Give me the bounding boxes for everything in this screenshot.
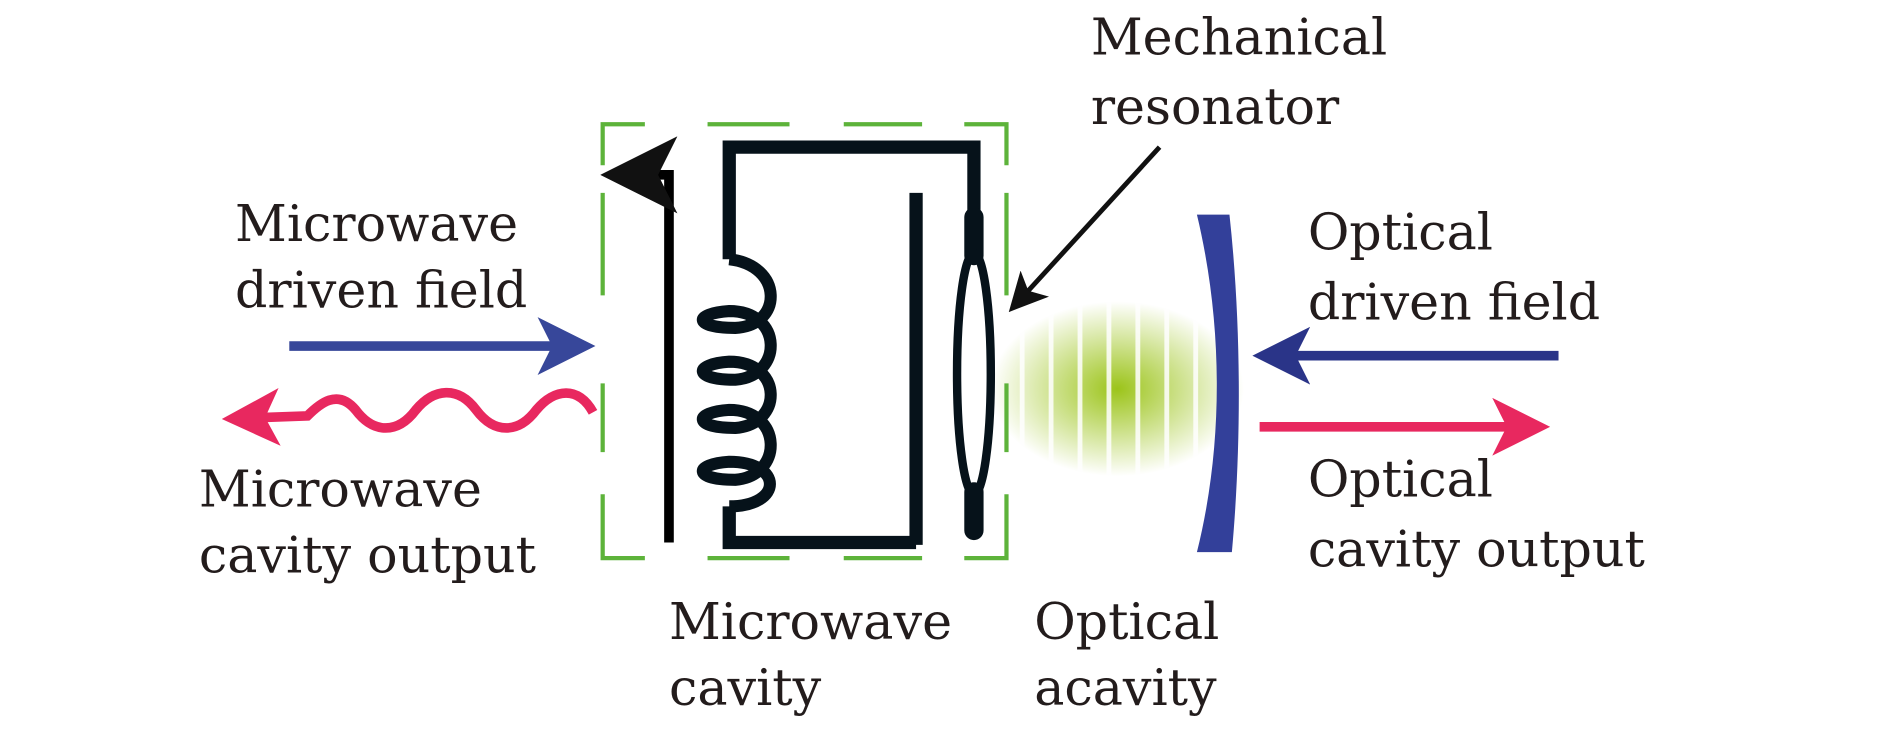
resonator-pointer-arrow xyxy=(1008,145,1162,313)
optical-cavity-field xyxy=(990,289,1244,483)
microwave-cavity-dashed-box xyxy=(600,122,1009,561)
mechanical-resonator xyxy=(952,248,996,499)
input-port-arrow xyxy=(600,136,678,543)
lc-circuit xyxy=(696,140,996,550)
microwave-output-wavy-arrow xyxy=(221,387,598,446)
inductor-coil-icon xyxy=(696,253,777,513)
optical-mirror xyxy=(1196,214,1239,553)
